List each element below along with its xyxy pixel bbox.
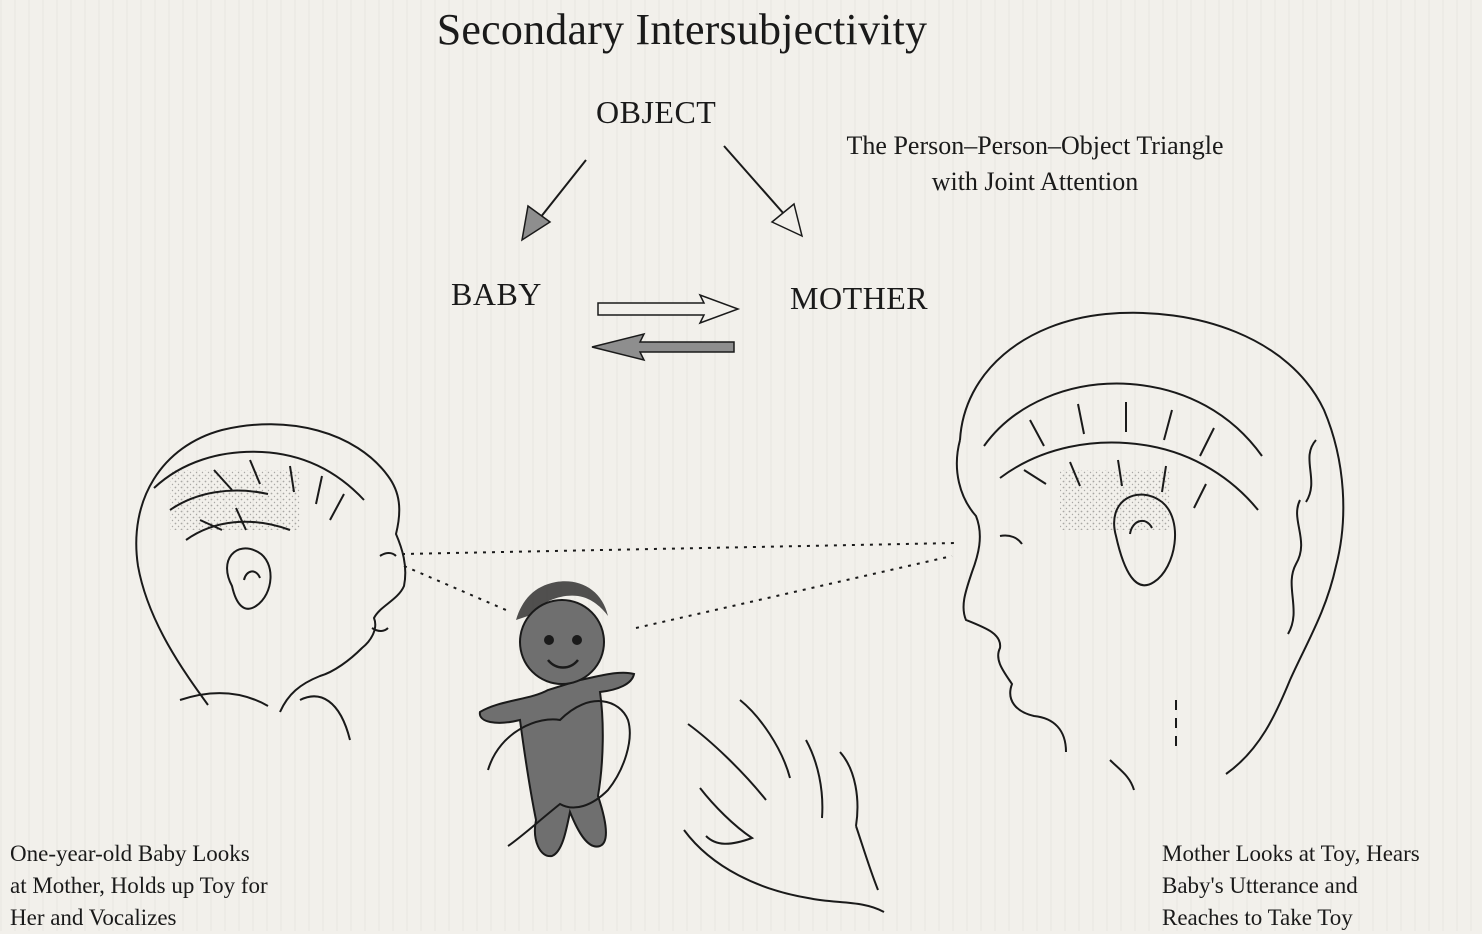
mother-neck bbox=[1110, 760, 1134, 790]
arrow-baby-to-mother bbox=[598, 295, 738, 323]
subtitle-line: with Joint Attention bbox=[800, 164, 1270, 200]
caption-line: Reaches to Take Toy bbox=[1162, 902, 1478, 934]
subtitle-line: The Person–Person–Object Triangle bbox=[800, 128, 1270, 164]
caption-line: Baby's Utterance and bbox=[1162, 870, 1478, 902]
triangle-subtitle: The Person–Person–Object Triangle with J… bbox=[800, 128, 1270, 200]
gaze-lines bbox=[402, 543, 955, 628]
baby-head bbox=[136, 424, 405, 712]
caption-baby: One-year-old Baby Looks at Mother, Holds… bbox=[10, 838, 350, 934]
mother-head bbox=[957, 313, 1343, 774]
node-label-mother: MOTHER bbox=[790, 280, 928, 316]
caption-line: Her and Vocalizes bbox=[10, 902, 350, 934]
mother-hand bbox=[684, 700, 884, 912]
arrow-object-to-baby bbox=[522, 160, 586, 240]
caption-line: Mother Looks at Toy, Hears bbox=[1162, 838, 1478, 870]
diagram-title: Secondary Intersubjectivity bbox=[0, 4, 1364, 56]
caption-mother: Mother Looks at Toy, Hears Baby's Uttera… bbox=[1162, 838, 1478, 934]
arrow-mother-to-baby bbox=[592, 334, 734, 360]
caption-line: One-year-old Baby Looks bbox=[10, 838, 350, 870]
node-label-object: OBJECT bbox=[596, 94, 716, 130]
caption-line: at Mother, Holds up Toy for bbox=[10, 870, 350, 902]
node-label-baby: BABY bbox=[451, 276, 542, 312]
arrow-object-to-mother bbox=[724, 146, 802, 236]
